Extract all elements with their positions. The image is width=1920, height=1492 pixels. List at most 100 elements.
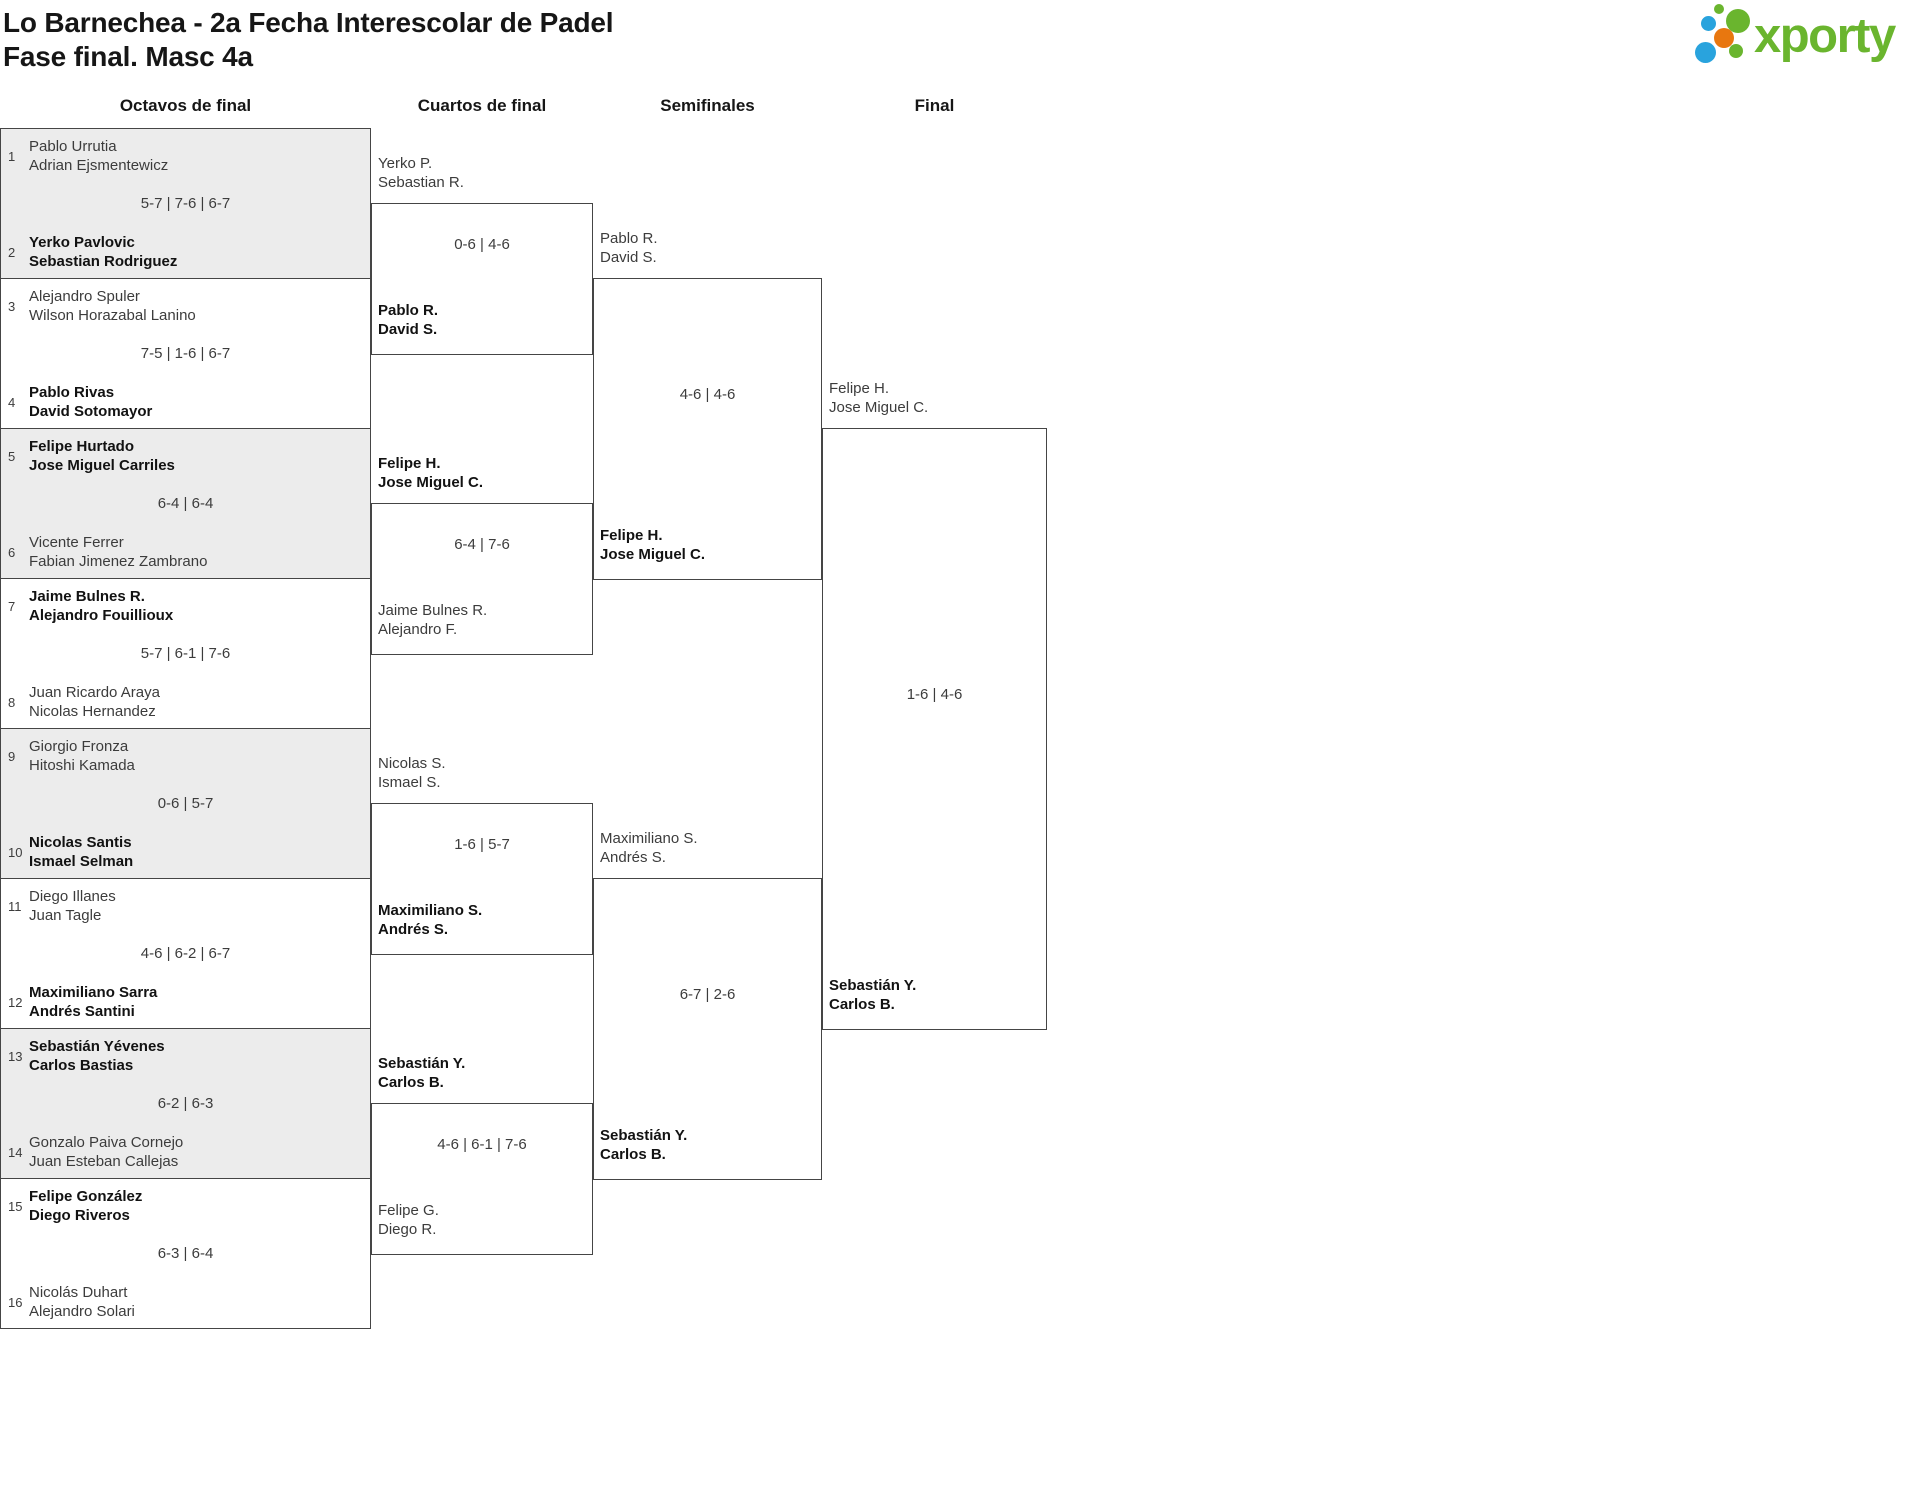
player-name: Jose Miguel C.	[600, 546, 706, 563]
seed-number: 5	[8, 449, 16, 464]
round-header-cuartos: Cuartos de final	[417, 96, 547, 115]
team-pair: Sebastián Yévenes Carlos Bastias	[29, 1037, 165, 1075]
player-name: Ismael Selman	[29, 853, 134, 870]
player-name: Diego R.	[378, 1221, 437, 1238]
seed-number: 16	[8, 1295, 23, 1310]
page-title-line1: Lo Barnechea - 2a Fecha Interescolar de …	[3, 7, 614, 38]
player-name: Jaime Bulnes R.	[378, 602, 488, 619]
player-name: Ismael S.	[378, 774, 441, 791]
seed-number: 6	[8, 545, 16, 560]
player-name: Juan Tagle	[29, 907, 102, 924]
logo-dot-green-small-icon	[1714, 4, 1724, 14]
player-name: Sebastián Y.	[378, 1055, 466, 1072]
seed-number: 10	[8, 845, 23, 860]
team-pair: Sebastián Y. Carlos B.	[600, 1126, 687, 1164]
team-pair: Felipe Hurtado Jose Miguel Carriles	[29, 437, 175, 475]
player-name: Hitoshi Kamada	[29, 757, 135, 774]
seed-number: 15	[8, 1199, 23, 1214]
team-pair: Jaime Bulnes R. Alejandro F.	[378, 601, 487, 639]
logo-dot-green-medium-icon	[1729, 44, 1743, 58]
player-name: Sebastian R.	[378, 174, 464, 191]
player-name: Andrés S.	[600, 849, 666, 866]
player-name: David S.	[378, 321, 438, 338]
player-name: Alejandro Spuler	[29, 288, 140, 305]
team-pair: Giorgio Fronza Hitoshi Kamada	[29, 737, 135, 775]
player-name: Felipe G.	[378, 1202, 439, 1219]
player-name: Sebastián Yévenes	[29, 1038, 165, 1055]
seed-number: 13	[8, 1049, 23, 1064]
team-pair: Felipe H. Jose Miguel C.	[600, 526, 705, 564]
player-name: Vicente Ferrer	[29, 534, 124, 551]
player-name: Alejandro F.	[378, 621, 458, 638]
player-name: Nicolas Santis	[29, 834, 132, 851]
player-name: Sebastián Y.	[829, 977, 917, 994]
match-score: 6-2 | 6-3	[157, 1095, 214, 1112]
match-score: 5-7 | 7-6 | 6-7	[140, 195, 231, 212]
team-pair: Diego Illanes Juan Tagle	[29, 887, 116, 925]
player-name: Pablo R.	[600, 230, 658, 247]
player-name: Maximiliano S.	[600, 830, 698, 847]
sf-match-1: Pablo R. David S. 4-6 | 4-6 Felipe H. Jo…	[593, 228, 822, 580]
logo-dot-orange-icon	[1714, 28, 1734, 48]
match-box	[593, 278, 822, 580]
match-box	[822, 428, 1047, 1030]
player-name: Fabian Jimenez Zambrano	[29, 553, 208, 570]
team-pair: Nicolas Santis Ismael Selman	[29, 833, 133, 871]
qf-match-3: Nicolas S. Ismael S. 1-6 | 5-7 Maximilia…	[371, 753, 593, 955]
team-pair: Jaime Bulnes R. Alejandro Fouillioux	[29, 587, 173, 625]
player-name: Juan Ricardo Araya	[29, 684, 160, 701]
match-score: 7-5 | 1-6 | 6-7	[140, 345, 231, 362]
player-name: Nicolas S.	[378, 755, 446, 772]
player-name: Felipe H.	[378, 455, 441, 472]
player-name: Wilson Horazabal Lanino	[29, 307, 196, 324]
team-pair: Felipe H. Jose Miguel C.	[829, 379, 928, 417]
match-box	[371, 203, 593, 355]
player-name: Jose Miguel C.	[378, 474, 484, 491]
player-name: Yerko P.	[378, 155, 433, 172]
seed-number: 2	[8, 245, 16, 260]
team-pair: Yerko P. Sebastian R.	[378, 154, 464, 192]
seed-number: 9	[8, 749, 16, 764]
r16-match-6: 11 Diego Illanes Juan Tagle 4-6 | 6-2 | …	[0, 878, 371, 1028]
team-pair: Vicente Ferrer Fabian Jimenez Zambrano	[29, 533, 207, 571]
page-title: Lo Barnechea - 2a Fecha Interescolar de …	[3, 6, 614, 74]
player-name: Felipe H.	[829, 380, 890, 397]
qf-match-1: Yerko P. Sebastian R. 0-6 | 4-6 Pablo R.…	[371, 153, 593, 355]
player-name: David Sotomayor	[29, 403, 153, 420]
seed-number: 12	[8, 995, 23, 1010]
r16-match-8: 15 Felipe González Diego Riveros 6-3 | 6…	[0, 1178, 371, 1329]
match-score: 1-6 | 4-6	[906, 686, 963, 703]
match-score: 4-6 | 6-1 | 7-6	[437, 1136, 527, 1153]
seed-number: 4	[8, 395, 16, 410]
match-score: 4-6 | 6-2 | 6-7	[140, 945, 231, 962]
player-name: Carlos Bastias	[29, 1057, 134, 1074]
player-name: Juan Esteban Callejas	[29, 1153, 179, 1170]
qf-match-4: Sebastián Y. Carlos B. 4-6 | 6-1 | 7-6 F…	[371, 1053, 593, 1255]
r16-match-5: 9 Giorgio Fronza Hitoshi Kamada 0-6 | 5-…	[0, 728, 371, 878]
team-pair: Maximiliano S. Andrés S.	[378, 901, 482, 939]
team-pair: Nicolás Duhart Alejandro Solari	[29, 1283, 135, 1321]
qf-match-2: Felipe H. Jose Miguel C. 6-4 | 7-6 Jaime…	[371, 453, 593, 655]
player-name: Adrian Ejsmentewicz	[29, 157, 169, 174]
seed-number: 8	[8, 695, 16, 710]
player-name: Carlos B.	[378, 1074, 444, 1091]
seed-number: 14	[8, 1145, 23, 1160]
match-score: 0-6 | 4-6	[454, 236, 510, 253]
player-name: Felipe González	[29, 1188, 143, 1205]
logo-dot-blue-large-icon	[1695, 42, 1716, 63]
team-pair: Pablo R. David S.	[378, 301, 438, 339]
player-name: Jaime Bulnes R.	[29, 588, 145, 605]
team-pair: Nicolas S. Ismael S.	[378, 754, 446, 792]
seed-number: 7	[8, 599, 16, 614]
player-name: Sebastián Y.	[600, 1127, 688, 1144]
team-pair: Felipe H. Jose Miguel C.	[378, 454, 483, 492]
match-score: 6-4 | 6-4	[157, 495, 214, 512]
player-name: Pablo Rivas	[29, 384, 115, 401]
team-pair: Pablo Rivas David Sotomayor	[29, 383, 152, 421]
seed-number: 1	[8, 149, 16, 164]
player-name: Felipe H.	[600, 527, 663, 544]
r16-match-1: 1 Pablo Urrutia Adrian Ejsmentewicz 5-7 …	[0, 128, 371, 278]
team-pair: Maximiliano Sarra Andrés Santini	[29, 983, 157, 1021]
r16-match-2: 3 Alejandro Spuler Wilson Horazabal Lani…	[0, 278, 371, 428]
match-score: 5-7 | 6-1 | 7-6	[140, 645, 231, 662]
